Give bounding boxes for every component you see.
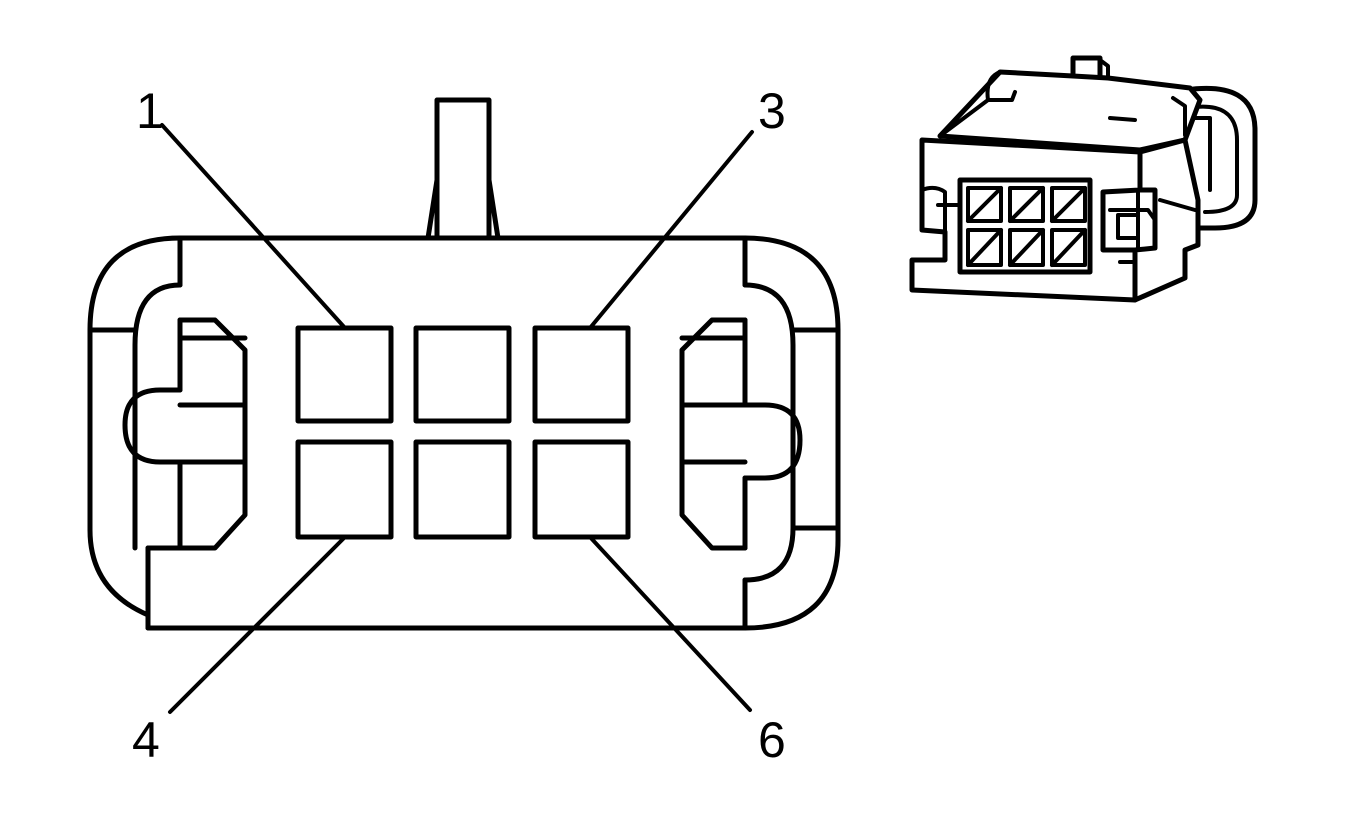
pin-label-3: 3 xyxy=(758,83,786,139)
pin-label-4: 4 xyxy=(132,712,160,768)
leader-lines xyxy=(160,123,754,714)
iso-side-clip xyxy=(1182,85,1258,231)
pin-labels: 1 3 4 6 xyxy=(132,83,786,768)
connector-isometric-view xyxy=(909,55,1258,303)
pin-cavity-5 xyxy=(413,439,512,540)
locking-tab xyxy=(425,97,501,241)
leader-line-pin4 xyxy=(168,535,347,714)
leader-line-pin3 xyxy=(588,130,754,330)
pin-cavity-2 xyxy=(413,325,512,424)
left-latch xyxy=(87,235,248,631)
leader-line-pin1 xyxy=(160,123,347,330)
pin-cavity-3 xyxy=(532,325,631,424)
iso-pin-grid xyxy=(957,177,1093,275)
connector-housing xyxy=(87,235,841,631)
pin-label-6: 6 xyxy=(758,712,786,768)
connector-face-view: 1 3 4 6 xyxy=(87,83,841,768)
leader-line-pin6 xyxy=(588,535,752,712)
pin-label-1: 1 xyxy=(136,83,164,139)
right-latch xyxy=(679,235,841,631)
pin-cavity-6 xyxy=(532,439,631,540)
